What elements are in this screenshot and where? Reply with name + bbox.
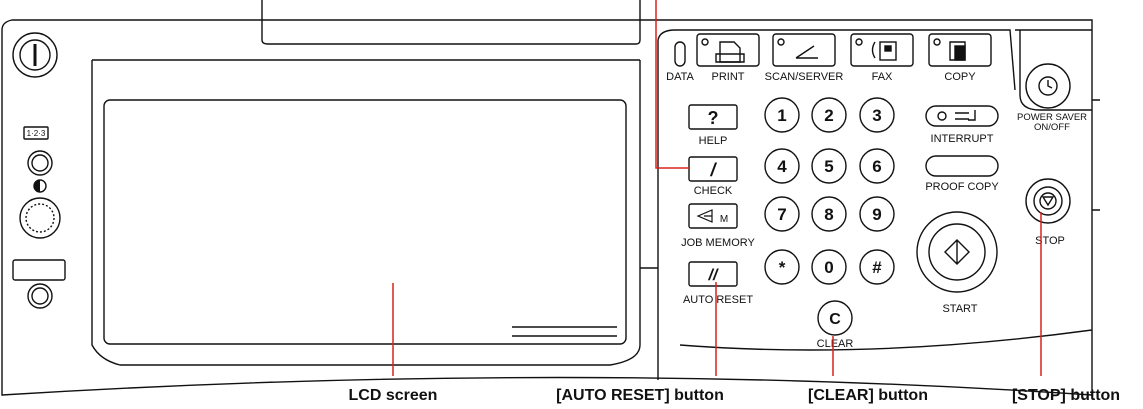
scan-server-button[interactable]: [772, 33, 836, 67]
keypad-key-label: *: [779, 258, 786, 277]
proof-copy-label: PROOF COPY: [925, 181, 999, 193]
keypad-key-label: 0: [824, 258, 833, 277]
help-icon: ?: [708, 108, 719, 128]
keypad-key-9[interactable]: [859, 196, 895, 232]
keypad-key-0[interactable]: [811, 249, 847, 285]
keypad-key-4[interactable]: [764, 148, 800, 184]
keypad-key-asterisk[interactable]: [764, 249, 800, 285]
help-label: HELP: [699, 135, 728, 147]
keypad-key-1[interactable]: [764, 97, 800, 133]
counter-label: 1·2·3: [27, 129, 46, 138]
clear-key-text: C: [829, 311, 841, 328]
print-button[interactable]: [696, 33, 760, 67]
scan-icon: [795, 45, 818, 59]
power-saver-label-1: POWER SAVER: [1017, 112, 1087, 123]
check-label: CHECK: [694, 185, 733, 197]
lcd-bezel: [91, 60, 641, 366]
copy-icon: [949, 41, 966, 61]
lcd-screen: [103, 99, 627, 345]
top-tray: [261, 0, 641, 45]
callout-auto-reset: [AUTO RESET] button: [556, 387, 724, 404]
callout-stop: [STOP] button: [1012, 387, 1120, 404]
keypad-key-8[interactable]: [811, 196, 847, 232]
keypad-key-label: 5: [824, 157, 833, 176]
keypad-key-label: 4: [777, 157, 787, 176]
keypad-key-label: 2: [824, 106, 833, 125]
data-led: [674, 41, 686, 67]
start-button[interactable]: [916, 211, 998, 293]
auto-reset-button[interactable]: [688, 261, 738, 287]
clear-label: CLEAR: [817, 338, 854, 350]
keypad-key-hash[interactable]: [859, 249, 895, 285]
keypad-key-label: 1: [777, 106, 786, 125]
main-power-button[interactable]: [12, 32, 58, 78]
numeric-keypad: 1 2 3 4 5 6 7 8 9 * 0 #: [764, 97, 895, 285]
keypad-key-label: 7: [777, 205, 786, 224]
card-button[interactable]: [27, 283, 53, 309]
mode-label-print: PRINT: [712, 71, 745, 83]
mode-label-fax: FAX: [872, 71, 893, 83]
print-icon: [715, 41, 745, 63]
help-button[interactable]: [688, 104, 738, 130]
mode-label-scan: SCAN/SERVER: [765, 71, 844, 83]
fax-icon: [871, 41, 897, 61]
callout-clear: [CLEAR] button: [808, 387, 928, 404]
auto-reset-label: AUTO RESET: [683, 294, 753, 306]
stop-label: STOP: [1035, 235, 1065, 247]
interrupt-label: INTERRUPT: [931, 133, 994, 145]
start-icon: [944, 239, 970, 265]
job-memory-button[interactable]: [688, 203, 738, 229]
keypad-key-2[interactable]: [811, 97, 847, 133]
counter-button[interactable]: [27, 150, 53, 176]
counter-key-frame: [23, 126, 49, 140]
stop-icon: [1041, 196, 1055, 207]
interrupt-button[interactable]: [925, 105, 999, 127]
keypad-key-7[interactable]: [764, 196, 800, 232]
check-button[interactable]: [688, 156, 738, 182]
check-leader-line: [655, 0, 689, 169]
contrast-dial[interactable]: [19, 197, 61, 239]
right-panel-divider: [657, 29, 1092, 380]
job-memory-icon: M: [720, 214, 728, 225]
keypad-key-3[interactable]: [859, 97, 895, 133]
keypad-key-label: 6: [872, 157, 881, 176]
keypad-key-label: #: [872, 258, 882, 277]
power-saver-button[interactable]: [1025, 63, 1071, 109]
proof-copy-button[interactable]: [925, 155, 999, 177]
keypad-key-label: 8: [824, 205, 833, 224]
power-saver-label-2: ON/OFF: [1034, 122, 1070, 133]
keypad-key-5[interactable]: [811, 148, 847, 184]
keypad-key-6[interactable]: [859, 148, 895, 184]
keypad-key-label: 9: [872, 205, 881, 224]
auto-reset-icon: //: [708, 267, 719, 284]
callout-lcd-screen: LCD screen: [349, 387, 438, 404]
check-icon: /: [709, 160, 717, 180]
job-memory-label: JOB MEMORY: [681, 237, 755, 249]
start-label: START: [942, 303, 977, 315]
fax-button[interactable]: [850, 33, 914, 67]
mode-label-copy: COPY: [944, 71, 976, 83]
stop-button[interactable]: [1025, 178, 1071, 224]
card-slot: [12, 259, 66, 281]
keypad-key-label: 3: [872, 106, 881, 125]
copy-button[interactable]: [928, 33, 992, 67]
data-label: DATA: [666, 71, 694, 83]
clear-key[interactable]: [817, 300, 853, 336]
panel-outline: [1, 19, 1093, 396]
